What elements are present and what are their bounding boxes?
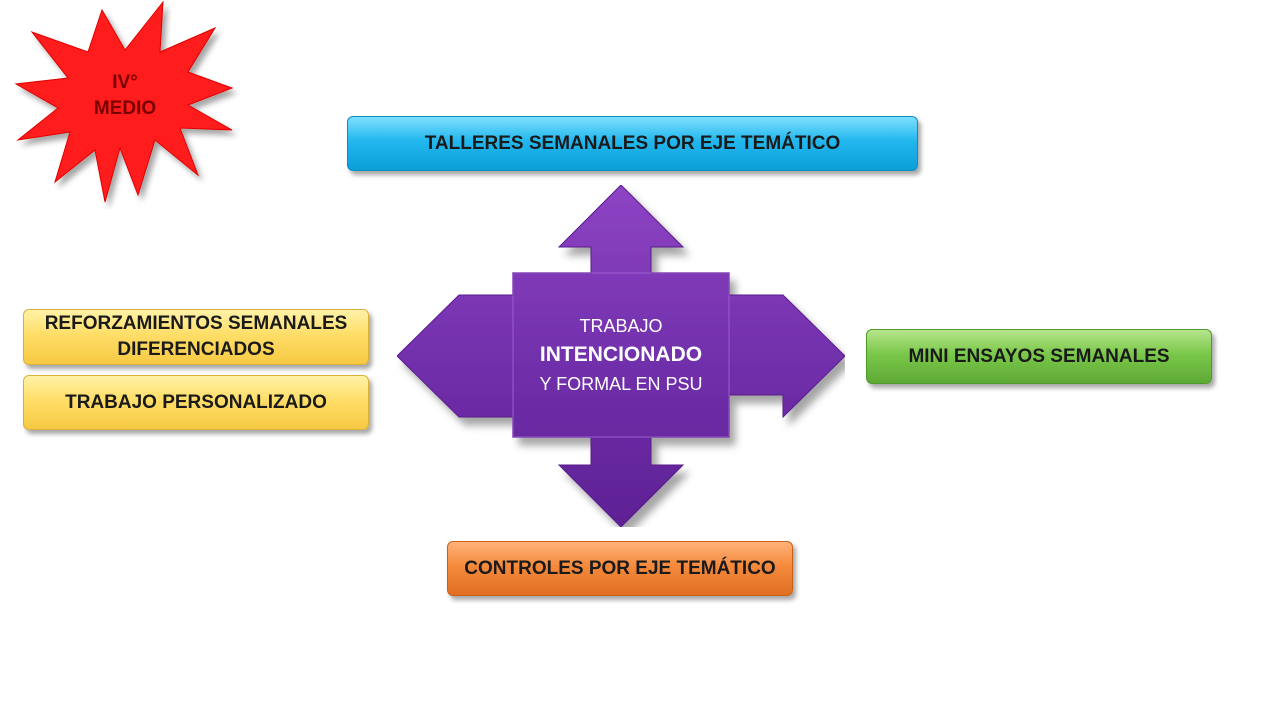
badge-line-1: IV°	[112, 72, 138, 93]
starburst-badge	[14, 0, 234, 203]
center-line-1: TRABAJO	[579, 316, 663, 336]
trabajo-personalizado-box: TRABAJO PERSONALIZADO	[23, 375, 369, 430]
mini-ensayos-box: MINI ENSAYOS SEMANALES	[866, 329, 1212, 384]
mini-ensayos-label: MINI ENSAYOS SEMANALES	[908, 345, 1170, 367]
reforzamientos-line-2: DIFERENCIADOS	[117, 339, 275, 360]
controles-box: CONTROLES POR EJE TEMÁTICO	[447, 541, 793, 596]
badge-line-2: MEDIO	[93, 98, 157, 119]
reforzamientos-box: REFORZAMIENTOS SEMANALES DIFERENCIADOS	[23, 309, 369, 365]
talleres-label: TALLERES SEMANALES POR EJE TEMÁTICO	[424, 132, 841, 154]
trabajo-personalizado-label: TRABAJO PERSONALIZADO	[65, 391, 327, 413]
controles-label: CONTROLES POR EJE TEMÁTICO	[464, 557, 776, 579]
center-label: TRABAJO INTENCIONADO Y FORMAL EN PSU	[513, 312, 729, 398]
reforzamientos-line-1: REFORZAMIENTOS SEMANALES	[44, 313, 348, 334]
center-line-3: Y FORMAL EN PSU	[539, 374, 703, 394]
talleres-box: TALLERES SEMANALES POR EJE TEMÁTICO	[347, 116, 918, 171]
badge-text: IV° MEDIO	[70, 70, 180, 122]
four-way-arrow	[397, 185, 845, 527]
center-line-2: INTENCIONADO	[539, 343, 703, 366]
